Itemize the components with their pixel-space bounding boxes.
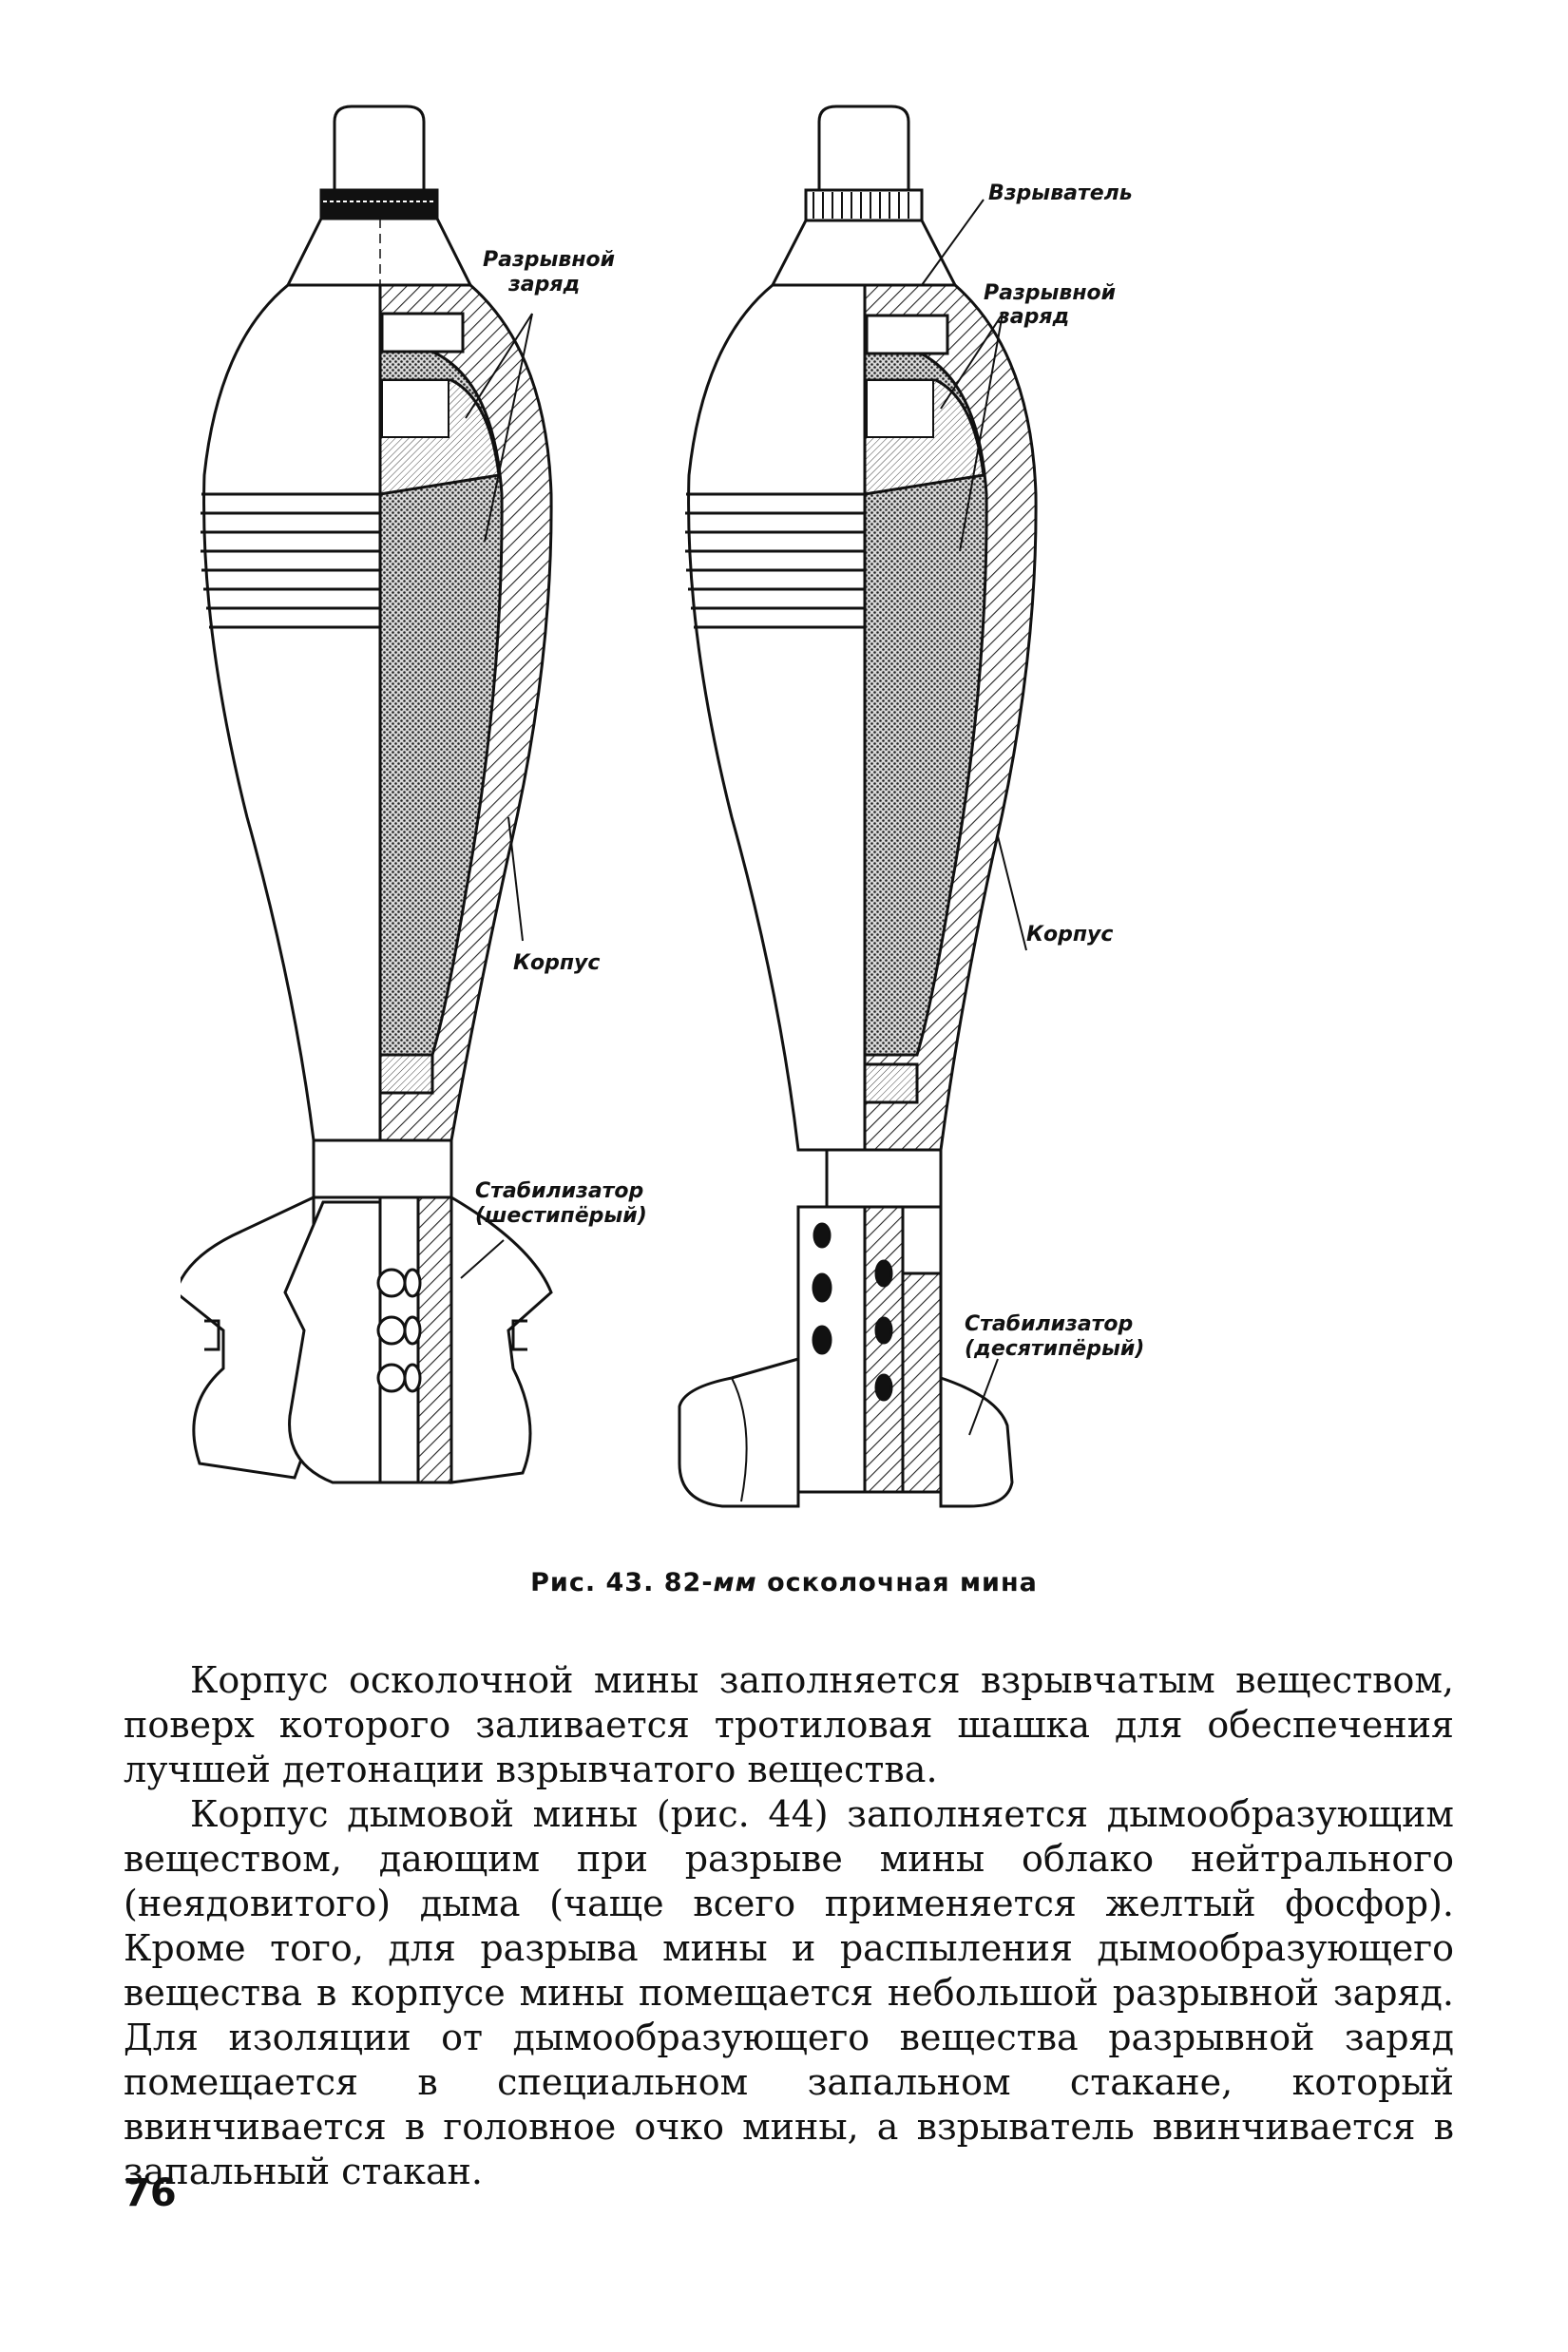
right-body-label: Корпус: [1026, 923, 1113, 947]
caption-caliber: 82-: [663, 1568, 714, 1597]
figure-caption: Рис. 43. 82-мм осколочная мина: [0, 1568, 1568, 1597]
mortar-bomb-drawings: Разрывной заряд Корпус Стабилизатор (шес…: [174, 105, 1144, 1508]
left-stabilizer-label-line2: (шестипёрый): [475, 1204, 647, 1228]
paragraph-2: Корпус дымовой мины (рис. 44) заполняетс…: [124, 1793, 1454, 2192]
right-charge-label-line1: Разрывной: [984, 281, 1116, 305]
caption-prefix: Рис. 43.: [530, 1568, 655, 1597]
caption-unit: мм: [713, 1568, 757, 1597]
left-charge-label-line1: Разрывной: [483, 248, 615, 272]
paragraph-1: Корпус осколочной мины заполняется взрыв…: [124, 1659, 1454, 1790]
right-charge-label-line2: заряд: [997, 305, 1069, 329]
right-stabilizer-label-line1: Стабилизатор: [965, 1312, 1133, 1336]
caption-title: осколочная мина: [756, 1568, 1038, 1597]
body-text: Корпус осколочной мины заполняется взрыв…: [124, 1658, 1454, 2194]
right-mine-drawing: [678, 105, 1038, 1508]
figure-43: Разрывной заряд Корпус Стабилизатор (шес…: [174, 95, 1416, 1558]
right-fuze-label: Взрыватель: [988, 182, 1133, 205]
page-number: 76: [124, 2171, 177, 2215]
left-stabilizer-label-line1: Стабилизатор: [475, 1179, 643, 1203]
left-mine-drawing: [174, 105, 553, 1484]
left-body-label: Корпус: [513, 951, 600, 975]
right-stabilizer-label-line2: (десятипёрый): [965, 1337, 1144, 1361]
left-charge-label-line2: заряд: [507, 273, 580, 296]
